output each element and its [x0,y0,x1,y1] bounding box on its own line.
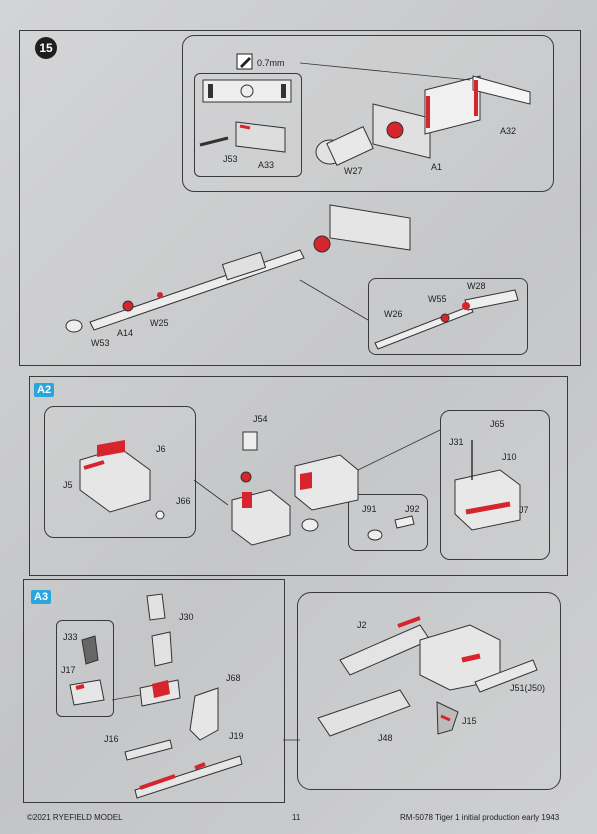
part-label-j6: J6 [156,444,166,454]
glue-mark [300,472,312,490]
part-j7-assembly-drawing [454,469,521,531]
glue-mark [240,471,252,483]
note-size-label: 0.7mm [257,58,285,68]
part-label-j53: J53 [223,154,238,164]
part-j33-drawing [81,635,99,665]
part-label-j54: J54 [253,414,268,424]
page-number: 11 [292,813,301,822]
glue-mark [462,302,470,310]
part-a33-drawing [235,121,286,153]
part-w53-drawing [65,319,83,333]
part-w27-body [326,126,374,166]
glue-mark [75,684,85,690]
part-label-j65: J65 [490,419,505,429]
part-j30-drawing [146,593,166,621]
part-j17-drawing [69,679,105,706]
mantlet-assembly-drawing [329,204,411,251]
part-label-j51-j50: J51(J50) [510,683,546,693]
part-a32-top [472,75,531,105]
part-j54-drawing [242,431,258,451]
callout-line [193,479,229,506]
part-j48-drawing [317,689,411,737]
part-label-a14: A14 [117,328,134,338]
glue-mark [386,121,404,139]
glue-mark [157,292,163,298]
part-label-a32: A32 [500,126,517,136]
pencil-icon [240,57,251,68]
part-label-j48: J48 [378,733,393,743]
part-label-w55: W55 [428,294,447,304]
callout-line [299,279,369,321]
part-j91-drawing [367,529,383,541]
part-label-j33: J33 [63,632,78,642]
part-label-w27: W27 [344,166,363,176]
step-a2-center-inset [348,494,428,551]
glue-mark [139,774,176,790]
part-label-j15: J15 [462,716,477,726]
part-j30-body [151,631,173,667]
mantlet-plate-drawing [202,79,292,103]
part-j51-drawing [474,659,538,693]
part-label-j30: J30 [179,612,194,622]
step-number-badge: 15 [35,37,57,59]
part-label-j2: J2 [357,620,367,630]
part-label-w28: W28 [467,281,486,291]
mantlet-hole [240,84,254,98]
part-label-j7: J7 [519,505,529,515]
mantlet-edge [281,84,286,98]
part-label-j16: J16 [104,734,119,744]
glue-mark [440,714,451,722]
part-j66-drawing [155,510,165,520]
glue-mark [239,124,251,130]
part-label-a33: A33 [258,160,275,170]
callout-line [299,62,471,81]
part-w55-drawing [440,313,450,323]
glue-mark [97,440,125,457]
part-label-j91: J91 [362,504,377,514]
part-label-j10: J10 [502,452,517,462]
part-a32-drawing [424,75,481,135]
part-j2-drawing [339,624,431,676]
barrel-sleeve [221,251,267,281]
roller-drawing [301,518,319,532]
glue-mark [313,235,331,253]
mantlet-edge [208,84,213,98]
part-label-j5: J5 [63,480,73,490]
part-label-j17: J17 [61,665,76,675]
part-label-w25: W25 [150,318,169,328]
glue-mark [461,653,481,663]
copyright-text: ©2021 RYEFIELD MODEL [27,813,123,822]
step-tag-a3: A3 [31,590,52,604]
callout-line [111,694,141,701]
part-j16-drawing [124,739,173,761]
part-label-j66: J66 [176,496,191,506]
glue-mark [194,762,206,770]
step-a3-right-frame [297,592,561,790]
part-j53-drawing [199,136,229,147]
glue-mark [122,300,134,312]
part-label-w53: W53 [91,338,110,348]
callout-line [357,429,441,471]
part-label-w26: W26 [384,309,403,319]
glue-mark [465,501,511,515]
glue-mark [397,616,421,628]
part-j68-drawing [189,687,219,741]
part-label-j31: J31 [449,437,464,447]
part-j10-assembly-drawing [294,454,359,511]
product-title: RM-5078 Tiger 1 initial production early… [400,813,560,822]
part-label-j92: J92 [405,504,420,514]
step-tag-a2: A2 [34,383,55,397]
glue-mark [242,492,252,508]
part-label-a1: A1 [431,162,443,172]
part-j92-drawing [394,515,415,529]
part-label-j19: J19 [229,731,244,741]
part-label-j68: J68 [226,673,241,683]
shaft-assembly-drawing [134,755,243,799]
glue-mark [152,680,170,698]
glue-mark [83,460,105,470]
